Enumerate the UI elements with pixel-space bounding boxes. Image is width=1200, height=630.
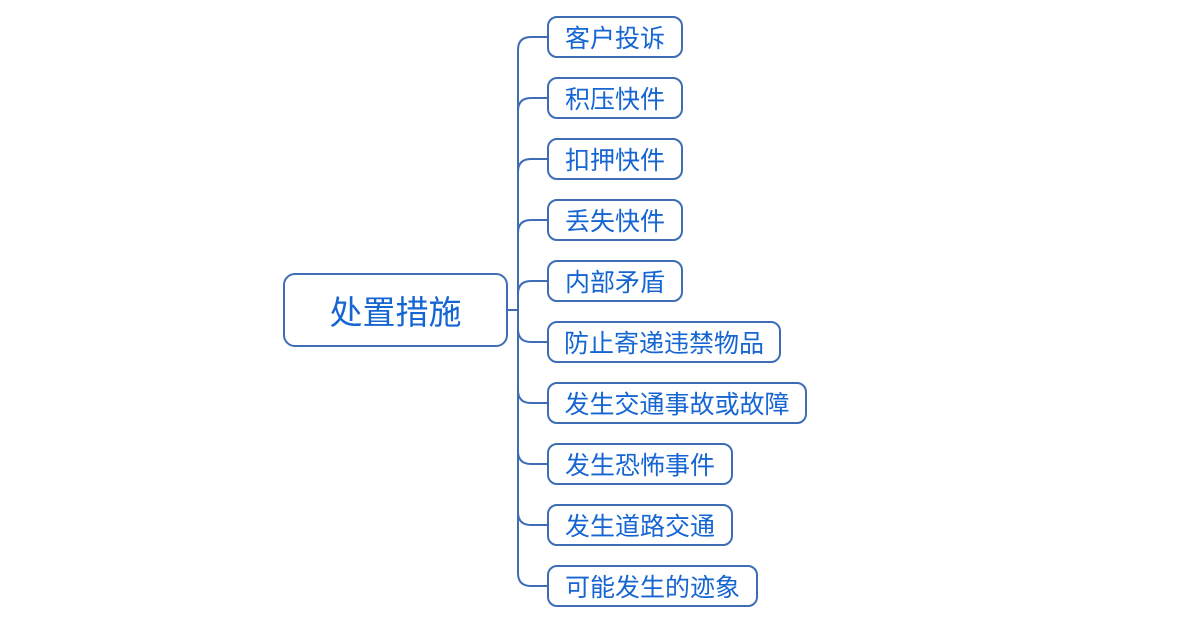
node-label: 内部矛盾 [564,268,665,297]
branch-connector [517,158,547,310]
node-label: 发生交通事故或故障 [564,390,790,419]
branch-connector [517,310,547,343]
node-label: 积压快件 [564,85,665,114]
mindmap-node-customer-complaints[interactable]: 客户投诉 [547,16,683,58]
mindmap-node-road-traffic[interactable]: 发生道路交通 [547,504,733,546]
mindmap-node-terror-incident[interactable]: 发生恐怖事件 [547,443,733,485]
node-label: 客户投诉 [564,24,665,53]
mindmap-root-node[interactable]: 处置措施 [283,273,508,347]
branch-connector [517,97,547,310]
branch-connector [517,310,547,587]
mindmap-node-prohibited-items[interactable]: 防止寄递违禁物品 [547,321,781,363]
mindmap-node-internal-conflict[interactable]: 内部矛盾 [547,260,683,302]
root-node-label: 处置措施 [329,293,462,332]
branch-connector [517,36,547,310]
mindmap-node-detained-parcels[interactable]: 扣押快件 [547,138,683,180]
mindmap-node-backlogged-parcels[interactable]: 积压快件 [547,77,683,119]
node-label: 发生恐怖事件 [564,451,715,480]
branch-connector [517,310,547,465]
node-label: 扣押快件 [564,146,665,175]
mindmap-node-possible-signs[interactable]: 可能发生的迹象 [547,565,758,607]
mindmap-node-traffic-accident[interactable]: 发生交通事故或故障 [547,382,807,424]
branch-connector [517,310,547,404]
branch-connector [517,219,547,310]
branch-connector [517,280,547,310]
node-label: 发生道路交通 [564,512,715,541]
node-label: 可能发生的迹象 [564,573,740,602]
node-label: 防止寄递违禁物品 [563,329,764,358]
node-label: 丢失快件 [564,207,665,236]
mindmap-node-lost-parcels[interactable]: 丢失快件 [547,199,683,241]
